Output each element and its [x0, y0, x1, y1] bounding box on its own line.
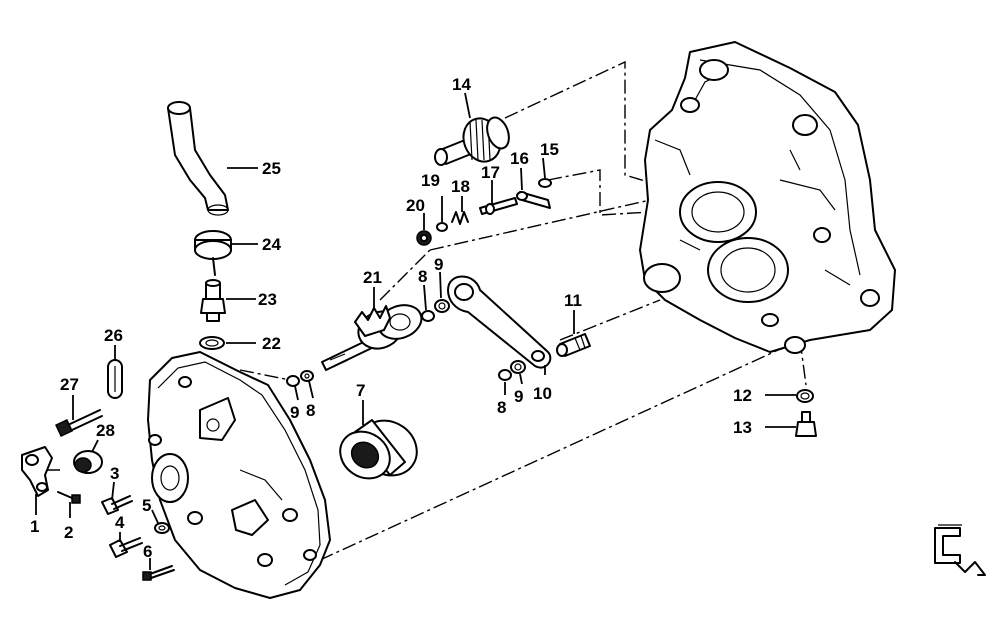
drain-washer [796, 389, 814, 403]
washer-9-upper [434, 299, 450, 313]
arm-plate [447, 275, 552, 369]
callout-26: 26 [104, 326, 123, 345]
rod-17 [479, 197, 518, 215]
callout-14: 14 [452, 75, 471, 94]
pivot-pin [556, 333, 591, 357]
bolt-6 [142, 565, 175, 581]
hose-clamp [194, 230, 232, 276]
callout-20: 20 [406, 196, 425, 215]
washer-8-left [300, 370, 314, 382]
shift-lever [21, 446, 53, 497]
washer-19 [436, 222, 448, 232]
washer-5 [154, 522, 170, 534]
bearing [339, 419, 418, 480]
callout-17: 17 [481, 163, 500, 182]
callout-21: 21 [363, 268, 382, 287]
callout-2: 2 [64, 523, 73, 542]
callout-15: 15 [540, 140, 559, 159]
crankcase-right-half [639, 41, 896, 354]
callout-13: 13 [733, 418, 752, 437]
callout-12: 12 [733, 386, 752, 405]
washer-8-upper [421, 310, 435, 322]
oil-seal-28 [73, 450, 103, 474]
kickstart-shaft [321, 304, 423, 371]
callout-7: 7 [356, 381, 365, 400]
callout-23: 23 [258, 290, 277, 309]
callout-24: 24 [262, 235, 281, 254]
washer-9-left [286, 375, 300, 387]
front-direction-icon [934, 524, 986, 576]
leader-lines [35, 92, 796, 570]
callout-9-upper: 9 [434, 255, 443, 274]
starter-gear [434, 116, 510, 166]
callout-11: 11 [564, 291, 582, 310]
callout-3: 3 [110, 464, 119, 483]
drain-bolt [795, 411, 817, 437]
cable-bracket [107, 359, 123, 399]
bolt-2 [57, 491, 81, 504]
callout-8-lower: 8 [497, 398, 506, 417]
callout-5: 5 [142, 496, 151, 515]
callout-8-upper: 8 [418, 267, 427, 286]
breather-hose [167, 101, 229, 216]
callout-4: 4 [115, 513, 125, 532]
bolt-4 [109, 537, 143, 558]
callout-9-left: 9 [290, 403, 299, 422]
callout-16: 16 [510, 149, 529, 168]
callout-19: 19 [421, 171, 440, 190]
bolt-27 [55, 409, 103, 437]
fitting-washer [199, 336, 225, 350]
callout-10: 10 [533, 384, 552, 403]
spring-18 [451, 211, 469, 225]
callout-1: 1 [30, 517, 39, 536]
callout-9-lower: 9 [514, 387, 523, 406]
callout-22: 22 [262, 334, 281, 353]
callout-8-left: 8 [306, 401, 315, 420]
callout-25: 25 [262, 159, 281, 178]
washer-8-lower [498, 369, 512, 381]
callout-labels: 14 15 16 17 19 18 20 25 24 23 22 21 8 9 … [30, 75, 752, 561]
callout-6: 6 [143, 542, 152, 561]
breather-fitting [200, 279, 226, 322]
clip-15 [538, 178, 552, 188]
bolt-3 [101, 495, 133, 515]
link-16 [516, 191, 551, 209]
callout-28: 28 [96, 421, 115, 440]
crankcase-left-cover [147, 351, 331, 599]
callout-27: 27 [60, 375, 79, 394]
washer-9-lower [510, 360, 526, 374]
nut-20 [416, 230, 432, 246]
callout-18: 18 [451, 177, 470, 196]
